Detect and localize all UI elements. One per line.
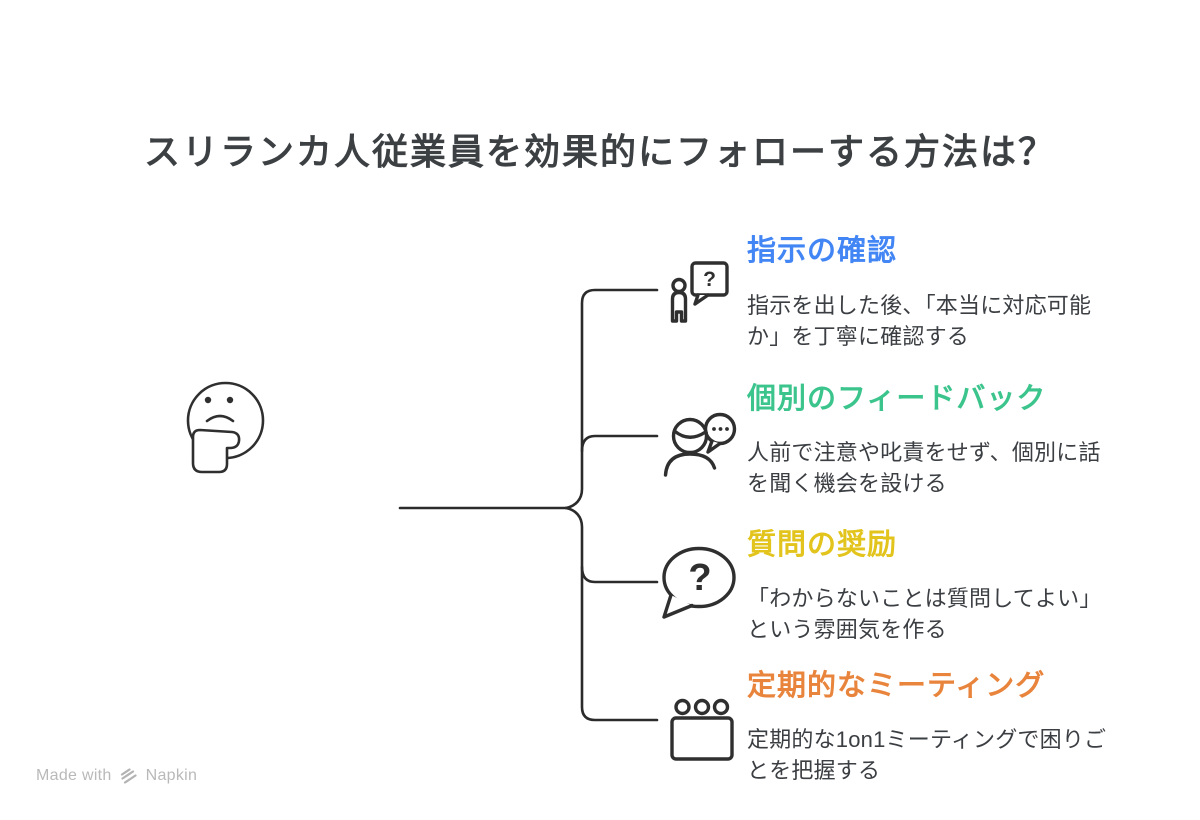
item-title-regular-meetings: 定期的なミーティング: [747, 670, 1046, 702]
svg-text:?: ?: [688, 557, 711, 599]
person-question-bubble-icon: ?: [670, 261, 729, 323]
question-bubble-icon: ?: [662, 546, 736, 619]
branch-line-bottom: [564, 506, 659, 722]
branch-line-second: [580, 434, 659, 453]
item-title-confirm-instructions: 指示の確認: [747, 235, 898, 267]
item-description-confirm-instructions: 指示を出した後、「本当に対応可能 か」を丁寧に確認する: [747, 293, 1092, 349]
item-title-individual-feedback: 個別のフィードバック: [747, 383, 1047, 415]
branch-line-third: [580, 565, 659, 584]
svg-text:?: ?: [703, 268, 716, 291]
face-hand: [191, 428, 241, 474]
thinking-face-icon: [186, 381, 265, 474]
napkin-logo-icon: [120, 768, 137, 784]
made-with-label: Made with: [36, 767, 112, 784]
item-description-regular-meetings: 定期的な1on1ミーティングで困りご とを把握する: [747, 727, 1107, 783]
meeting-board-icon: [670, 698, 734, 761]
face-mouth: [205, 414, 235, 423]
napkin-brand-label: Napkin: [145, 767, 198, 784]
page-title: スリランカ人従業員を効果的にフォローする方法は？: [143, 131, 1056, 173]
person-chat-bubble-icon: [663, 412, 737, 477]
item-description-encourage-questions: 「わからないことは質問してよい」 という雰囲気を作る: [747, 586, 1102, 642]
made-with-napkin-footer: Made with Napkin: [36, 766, 197, 786]
face-left-eye: [204, 396, 212, 404]
branch-line-top: [564, 288, 659, 510]
item-title-encourage-questions: 質問の奨励: [747, 529, 898, 561]
item-description-individual-feedback: 人前で注意や叱責をせず、個別に話 を聞く機会を設ける: [747, 440, 1101, 496]
face-right-eye: [226, 396, 234, 404]
